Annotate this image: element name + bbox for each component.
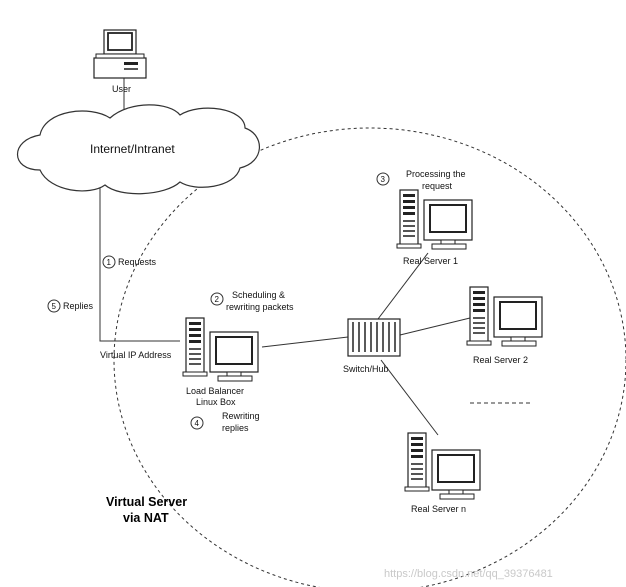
switch-rs2-link (399, 317, 471, 336)
step-3-number: 3 (381, 175, 386, 184)
real-server-n-computer (404, 432, 481, 500)
scheduling-label-line2: rewriting packets (226, 302, 294, 312)
lb-switch-link (261, 336, 349, 348)
switch-hub (347, 318, 401, 357)
watermark: https://blog.csdn.net/qq_39376481 (384, 568, 553, 580)
internet-cloud (16, 104, 260, 195)
step-4-number: 4 (195, 419, 200, 428)
load-balancer-label-line2: Linux Box (196, 397, 236, 407)
step-5-badge (47, 299, 61, 313)
step-4-badge (190, 416, 204, 430)
step-1-number: 1 (107, 258, 112, 267)
real-server-2-label: Real Server 2 (473, 355, 528, 365)
diagram-title-line1: Virtual Server (106, 495, 187, 509)
real-server-2-computer (466, 286, 543, 347)
step-1-badge (102, 255, 116, 269)
diagram-title-line2: via NAT (123, 511, 169, 525)
virtual-ip-label: Virtual IP Address (100, 350, 172, 360)
load-balancer-label-line1: Load Balancer (186, 386, 244, 396)
rewriting-label-line2: replies (222, 423, 249, 433)
load-balancer-computer (182, 317, 259, 382)
step-5-number: 5 (52, 302, 57, 311)
step-3-badge (376, 172, 390, 186)
switch-label: Switch/Hub (343, 364, 389, 374)
rewriting-label-line1: Rewriting (222, 411, 260, 421)
switch-rsn-link (380, 359, 439, 436)
cloud-to-load-balancer-link (99, 180, 180, 342)
user-label: User (112, 84, 131, 94)
requests-label: Requests (118, 257, 157, 267)
user-computer (93, 29, 147, 79)
switch-rs1-link (377, 252, 429, 320)
real-server-1-label: Real Server 1 (403, 256, 458, 266)
internet-label: Internet/Intranet (90, 142, 175, 156)
processing-label-line2: request (422, 181, 453, 191)
replies-label: Replies (63, 301, 94, 311)
real-server-n-label: Real Server n (411, 504, 466, 514)
scheduling-label-line1: Scheduling & (232, 290, 285, 300)
real-server-1-computer (396, 189, 473, 250)
step-2-badge (210, 292, 224, 306)
processing-label-line1: Processing the (406, 169, 466, 179)
step-2-number: 2 (215, 295, 220, 304)
